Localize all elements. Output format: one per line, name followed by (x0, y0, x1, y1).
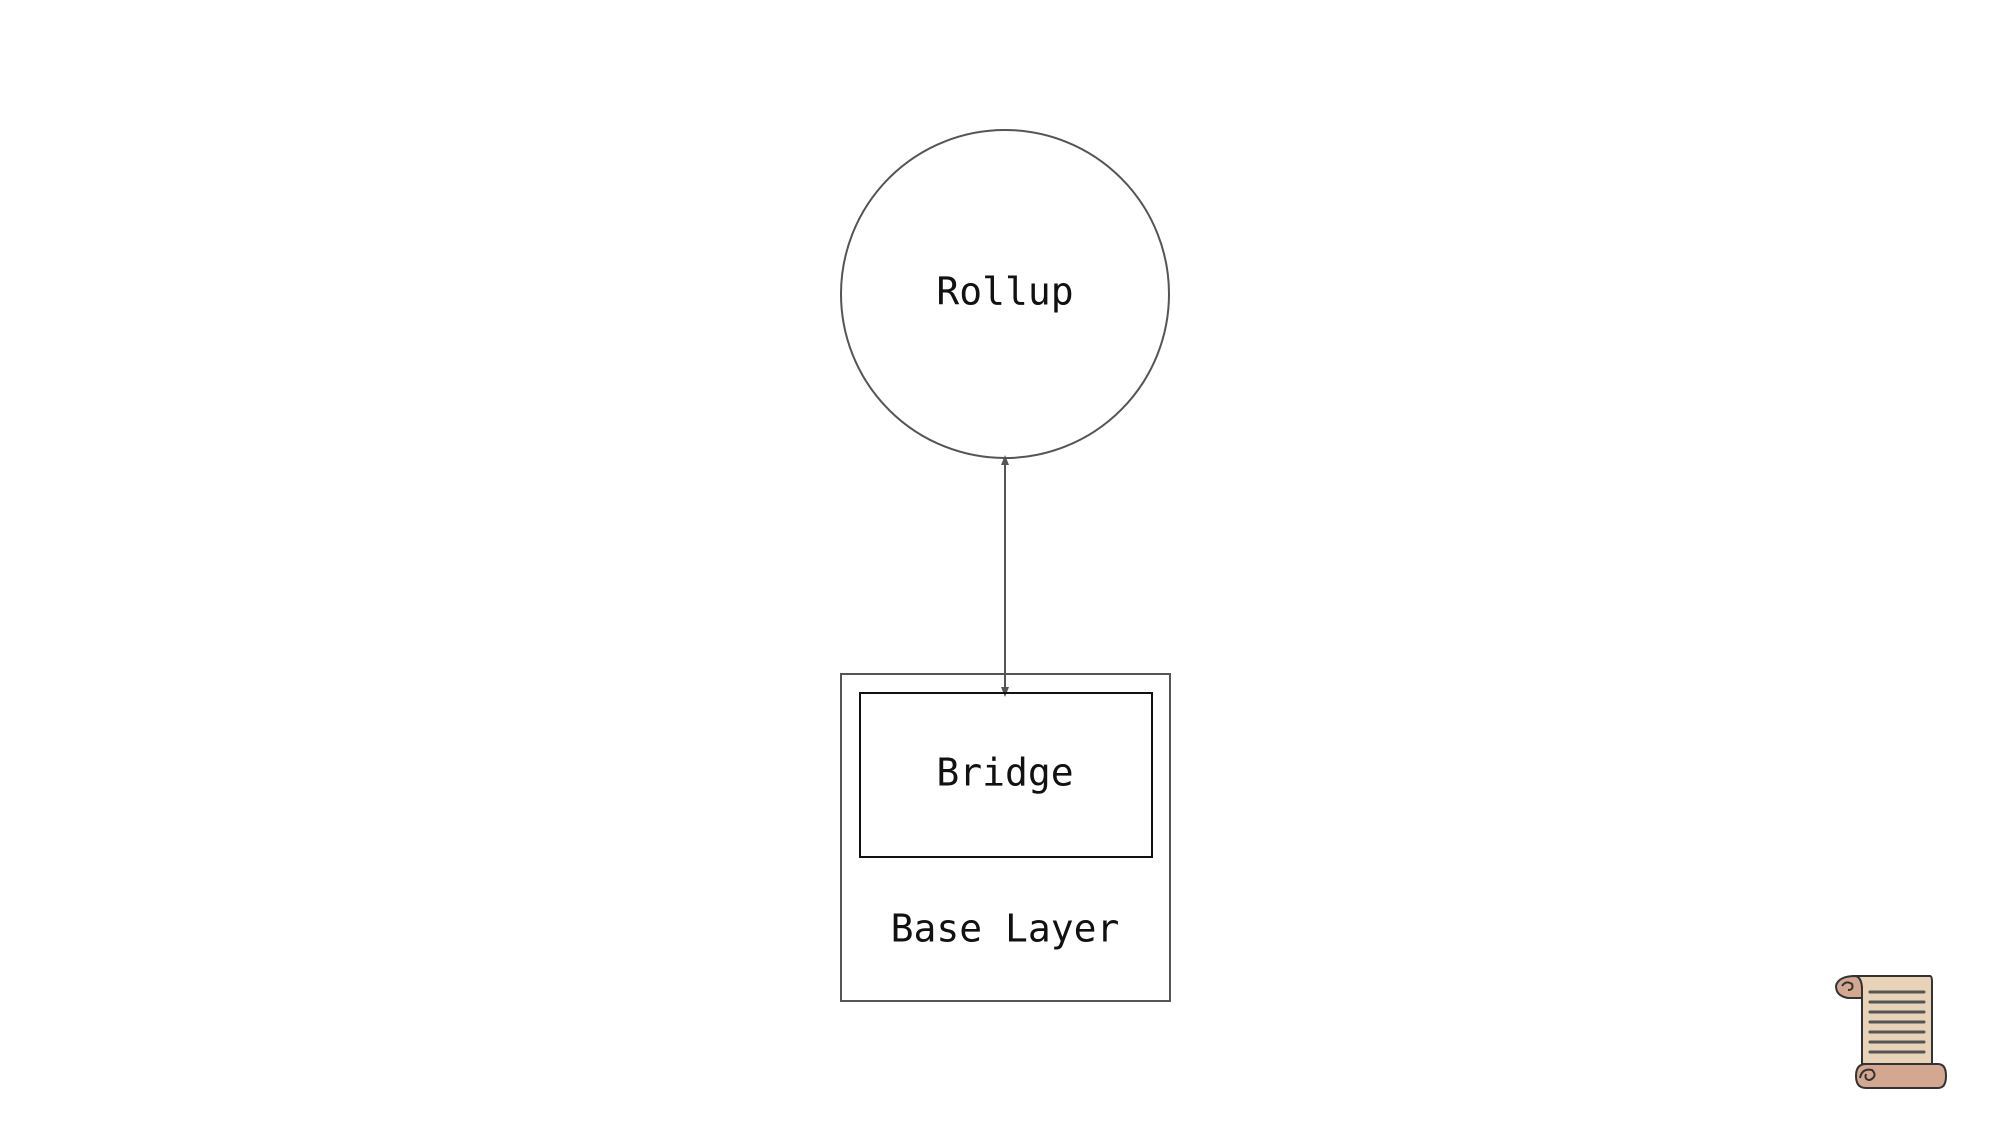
bridge-box (859, 692, 1153, 858)
bridge-node: Bridge (859, 692, 1153, 858)
base-layer-box (840, 673, 1171, 1002)
base-layer-node: Bridge Base Layer (840, 673, 1171, 1002)
bridge-label: Bridge (936, 751, 1073, 795)
rollup-label: Rollup (936, 270, 1073, 314)
rollup-node: Rollup (840, 129, 1170, 459)
base-layer-label: Base Layer (891, 907, 1120, 951)
scroll-icon (1834, 974, 1948, 1089)
